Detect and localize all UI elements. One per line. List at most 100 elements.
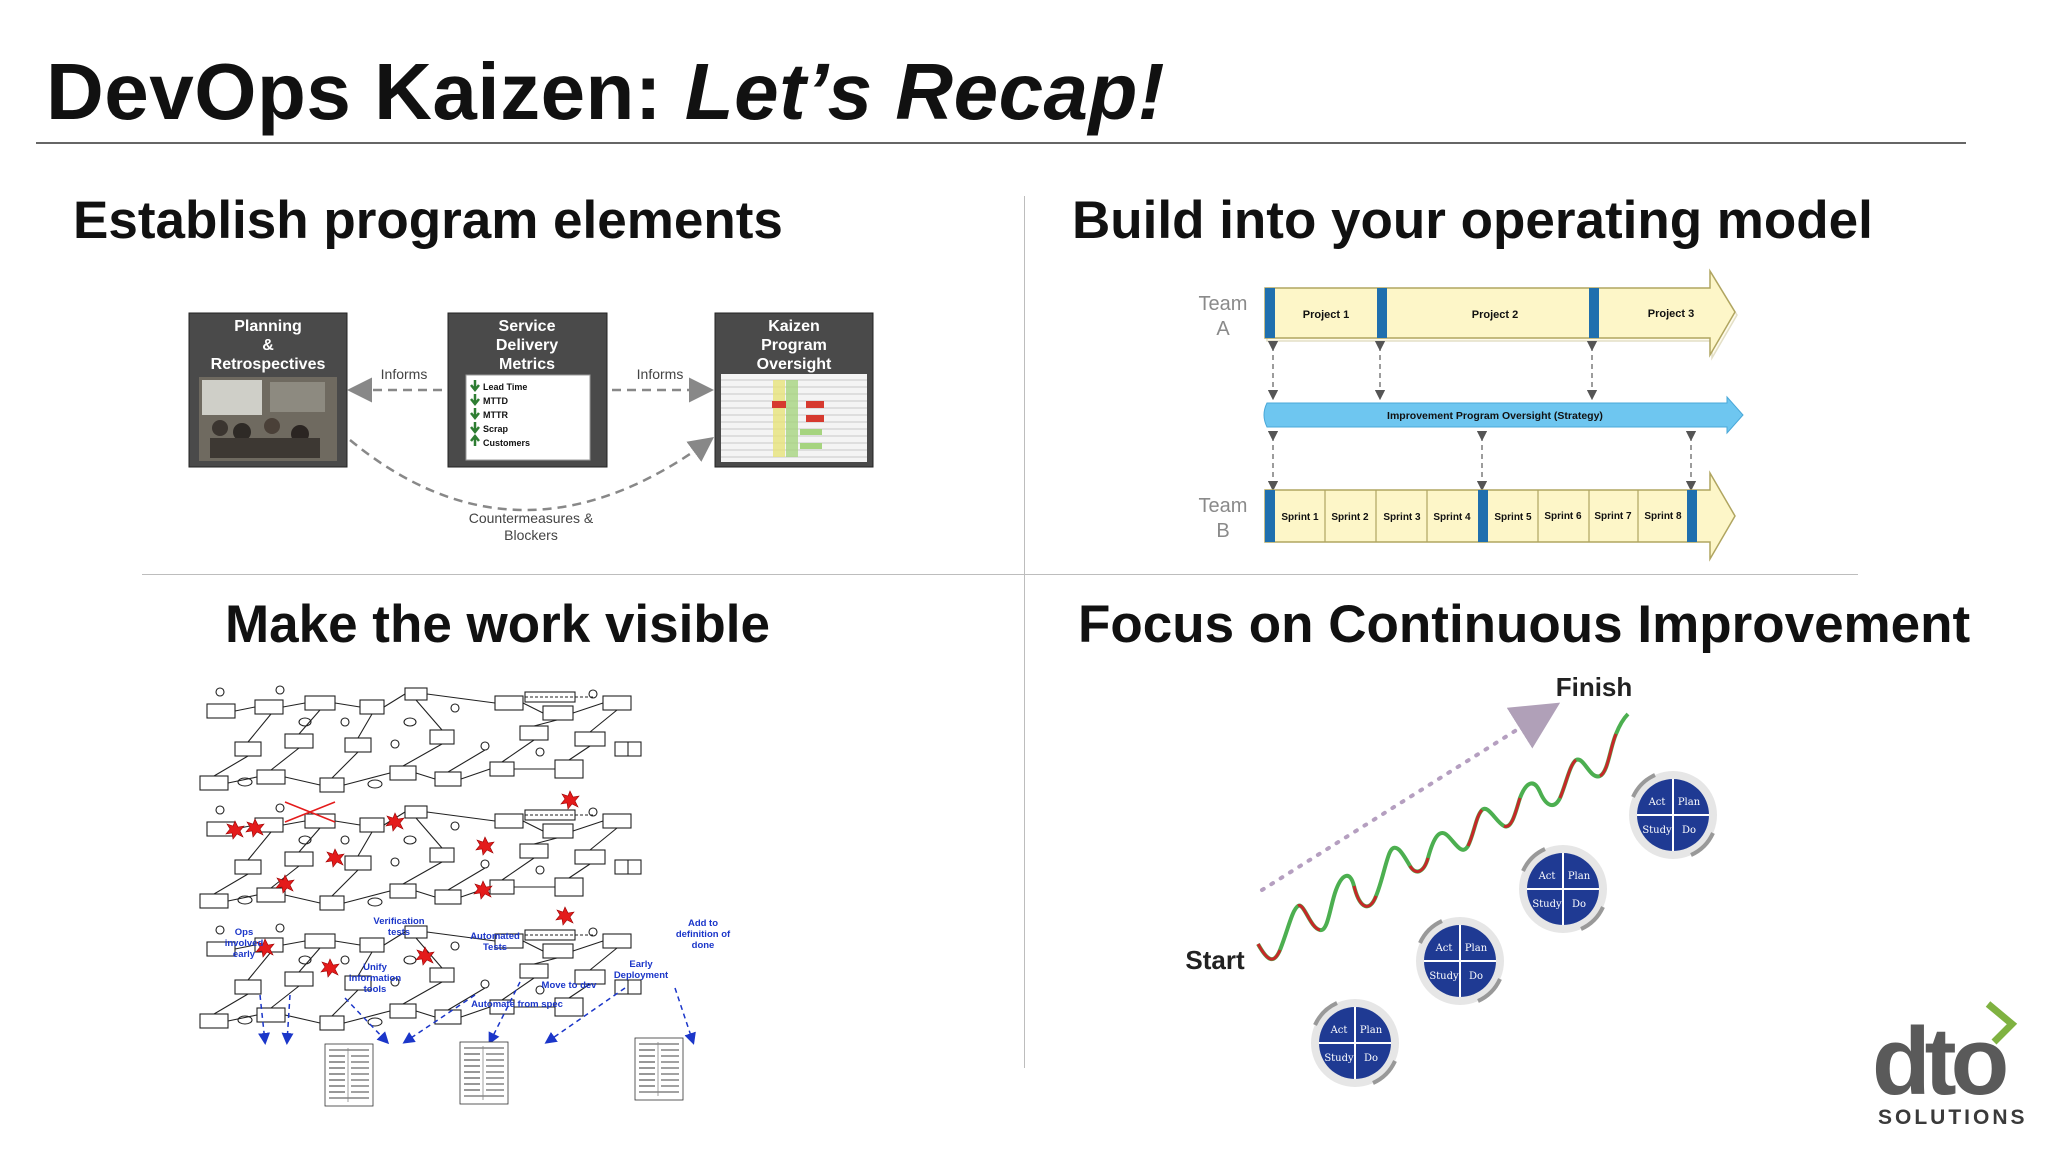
svg-text:definition of: definition of (676, 929, 731, 940)
svg-text:tests: tests (388, 927, 410, 938)
svg-text:Study: Study (1429, 971, 1459, 982)
finish-label: Finish (1556, 672, 1633, 702)
q4-title: Focus on Continuous Improvement (1078, 595, 1971, 654)
svg-text:Do: Do (1682, 825, 1696, 836)
slide-title: DevOps Kaizen: Let’s Recap! (46, 46, 1165, 138)
logo-subtitle: SOLUTIONS (1878, 1106, 2028, 1129)
svg-text:Do: Do (1469, 971, 1483, 982)
svg-text:Plan: Plan (1360, 1025, 1383, 1036)
svg-text:Automate from spec: Automate from spec (471, 999, 563, 1010)
box3-line2: Program (761, 337, 827, 354)
sprint-6: Sprint 6 (1544, 511, 1582, 522)
svg-text:Act: Act (1435, 943, 1453, 954)
trend-arrow (1260, 702, 1561, 892)
project-1: Project 1 (1303, 309, 1349, 321)
svg-text:Study: Study (1324, 1053, 1354, 1064)
svg-text:Act: Act (1538, 871, 1556, 882)
team-a-label-1: Team (1199, 293, 1248, 315)
problem-markers (225, 790, 580, 978)
q3-title: Make the work visible (225, 595, 770, 654)
pdsa-cycle-4: Act Plan Study Do (1629, 771, 1717, 859)
svg-text:Ops: Ops (235, 927, 253, 938)
box1-line1: Planning (234, 318, 302, 335)
svg-text:Do: Do (1572, 899, 1586, 910)
arrow-up-icon (470, 433, 480, 446)
oversight-label: Improvement Program Oversight (Strategy) (1387, 410, 1603, 422)
box3-line1: Kaizen (768, 318, 820, 335)
metric-customers: Customers (470, 433, 530, 448)
svg-text:Verification: Verification (373, 916, 424, 927)
vsm-problems (199, 803, 642, 911)
countermeasures-label-2: Blockers (504, 527, 558, 543)
q2-title: Build into your operating model (1072, 191, 1873, 250)
svg-text:Lead Time: Lead Time (483, 382, 527, 392)
standard-work-docs (324, 1037, 684, 1107)
continuous-improvement-diagram: Finish Start Act Plan Study Do Act Plan … (1185, 672, 1717, 1087)
pdsa-cycle-3: Act Plan Study Do (1519, 845, 1607, 933)
svg-text:done: done (692, 940, 715, 951)
svg-text:Plan: Plan (1678, 797, 1701, 808)
planning-retrospectives-box: Planning & Retrospectives (188, 312, 348, 468)
improvement-callouts: Ops involved early Verification tests Un… (225, 916, 731, 1010)
team-b-label-1: Team (1199, 495, 1248, 517)
sprint-4: Sprint 4 (1433, 512, 1471, 523)
horizontal-divider (142, 574, 1858, 575)
sprint-8: Sprint 8 (1644, 511, 1682, 522)
svg-text:Unify: Unify (363, 962, 387, 973)
project-2: Project 2 (1472, 309, 1518, 321)
svg-text:Do: Do (1364, 1053, 1378, 1064)
metric-scrap: Scrap (470, 422, 509, 435)
team-b-sprint-bar: Sprint 1 Sprint 2 Sprint 3 Sprint 4 Spri… (1264, 470, 1736, 562)
oversight-table (721, 374, 867, 462)
countermeasures-arrow (349, 437, 715, 512)
box1-line3: Retrospectives (211, 356, 326, 373)
start-label: Start (1185, 945, 1245, 975)
metric-mttr: MTTR (470, 408, 508, 421)
countermeasures-label-1: Countermeasures & (469, 510, 594, 526)
informs-label-left: Informs (381, 366, 428, 382)
kaizen-program-oversight-box: Kaizen Program Oversight (714, 312, 874, 468)
svg-text:Deployment: Deployment (614, 970, 669, 981)
team-b-label-2: B (1216, 520, 1229, 542)
arrow-down-icon (470, 394, 480, 407)
svg-text:Move to dev: Move to dev (542, 980, 598, 991)
arrow-down-icon (470, 422, 480, 435)
team-a-label-2: A (1216, 318, 1230, 340)
sprint-5: Sprint 5 (1494, 512, 1532, 523)
q1-title: Establish program elements (73, 191, 783, 250)
box2-line3: Metrics (499, 356, 555, 373)
logo-chevron-icon (1985, 1001, 2018, 1045)
svg-text:Study: Study (1532, 899, 1562, 910)
svg-text:Early: Early (629, 959, 653, 970)
vertical-divider (1024, 196, 1025, 1068)
svg-text:involved: involved (225, 938, 264, 949)
svg-text:Act: Act (1330, 1025, 1348, 1036)
dto-solutions-logo: dto SOLUTIONS (1872, 1001, 2028, 1129)
svg-text:Plan: Plan (1568, 871, 1591, 882)
metric-mttd: MTTD (470, 394, 508, 407)
svg-text:early: early (233, 949, 256, 960)
svg-text:Tests: Tests (483, 942, 507, 953)
svg-text:Scrap: Scrap (483, 424, 509, 434)
vsm-current (199, 685, 642, 793)
pdsa-cycle-2: Act Plan Study Do (1416, 917, 1504, 1005)
project-3: Project 3 (1648, 308, 1694, 320)
svg-text:Act: Act (1648, 797, 1666, 808)
value-stream-maps: Ops involved early Verification tests Un… (199, 685, 731, 1107)
box2-line2: Delivery (496, 337, 558, 354)
svg-text:information: information (349, 973, 401, 984)
box1-line2: & (262, 337, 274, 354)
svg-text:tools: tools (364, 984, 387, 995)
operating-model-diagram: Team A Team B Project 1 Project 2 Projec… (1199, 268, 1744, 562)
service-delivery-metrics-box: Service Delivery Metrics Lead Time MTTD … (447, 312, 608, 468)
sprint-1: Sprint 1 (1281, 512, 1319, 523)
sprint-7: Sprint 7 (1594, 511, 1632, 522)
box2-line1: Service (499, 318, 556, 335)
svg-text:MTTR: MTTR (483, 410, 508, 420)
svg-text:Study: Study (1642, 825, 1672, 836)
pdsa-cycle-1: Act Plan Study Do (1311, 999, 1399, 1087)
meeting-photo (199, 377, 337, 461)
sprint-3: Sprint 3 (1383, 512, 1421, 523)
metric-lead-time: Lead Time (470, 380, 527, 393)
svg-text:Plan: Plan (1465, 943, 1488, 954)
